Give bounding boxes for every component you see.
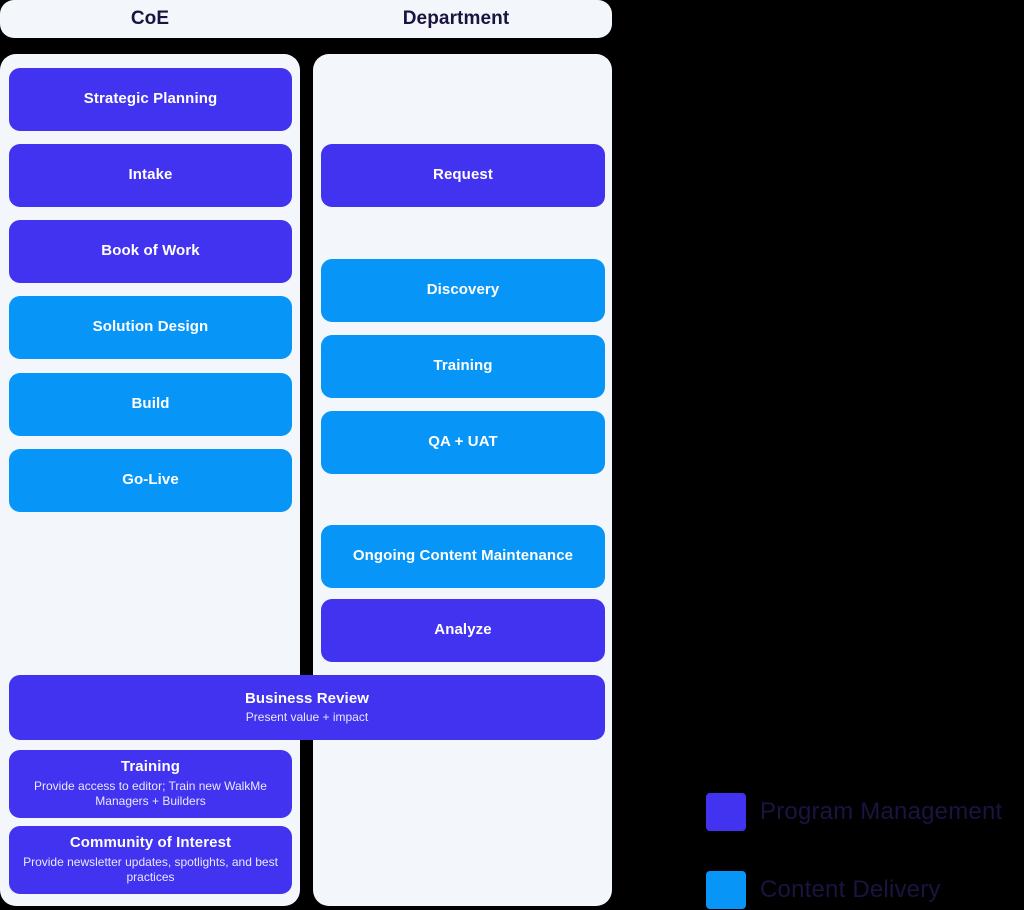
shared-card-business-review[interactable]: Business Review Present value + impact: [9, 675, 605, 740]
card-subtitle: Present value + impact: [245, 709, 369, 724]
card-subtitle: Provide access to editor; Train new Walk…: [34, 778, 267, 809]
column-header-bar: CoE Department: [0, 0, 612, 38]
coe-card-strategic-planning[interactable]: Strategic Planning: [9, 68, 292, 131]
card-title: Business Review: [244, 689, 370, 707]
department-card-analyze[interactable]: Analyze: [321, 599, 605, 662]
card-title: QA + UAT: [428, 433, 498, 451]
card-title: Request: [433, 166, 493, 184]
legend-item-program-management: Program Management: [706, 793, 1002, 831]
card-title: Go-Live: [122, 471, 179, 489]
coe-card-build[interactable]: Build: [9, 373, 292, 436]
card-title: Intake: [128, 166, 173, 184]
legend-item-content-delivery: Content Delivery: [706, 871, 941, 909]
card-title: Discovery: [426, 281, 500, 299]
department-card-request[interactable]: Request: [321, 144, 605, 207]
card-title: Training: [433, 357, 493, 375]
department-card-qa-uat[interactable]: QA + UAT: [321, 411, 605, 474]
card-title: Build: [131, 395, 170, 413]
legend-label: Content Delivery: [760, 876, 941, 903]
department-card-ongoing-content-maintenance[interactable]: Ongoing Content Maintenance: [321, 525, 605, 588]
card-title: Strategic Planning: [83, 90, 218, 108]
card-title: Solution Design: [92, 318, 209, 336]
coe-card-training[interactable]: Training Provide access to editor; Train…: [9, 750, 292, 818]
legend-swatch-program-management: [706, 793, 746, 831]
card-title: Ongoing Content Maintenance: [352, 547, 574, 565]
coe-card-go-live[interactable]: Go-Live: [9, 449, 292, 512]
card-title: Community of Interest: [69, 834, 232, 852]
legend-swatch-content-delivery: [706, 871, 746, 909]
coe-card-intake[interactable]: Intake: [9, 144, 292, 207]
card-title: Book of Work: [101, 242, 200, 260]
coe-card-community-of-interest[interactable]: Community of Interest Provide newsletter…: [9, 826, 292, 894]
coe-card-solution-design[interactable]: Solution Design: [9, 296, 292, 359]
legend-label: Program Management: [760, 798, 1003, 825]
card-subtitle: Provide newsletter updates, spotlights, …: [23, 854, 278, 885]
department-card-training[interactable]: Training: [321, 335, 605, 398]
card-title: Analyze: [434, 621, 492, 639]
coe-card-book-of-work[interactable]: Book of Work: [9, 220, 292, 283]
column-header-department: Department: [402, 8, 510, 29]
department-card-discovery[interactable]: Discovery: [321, 259, 605, 322]
column-header-coe: CoE: [130, 8, 170, 29]
card-title: Training: [120, 758, 181, 776]
